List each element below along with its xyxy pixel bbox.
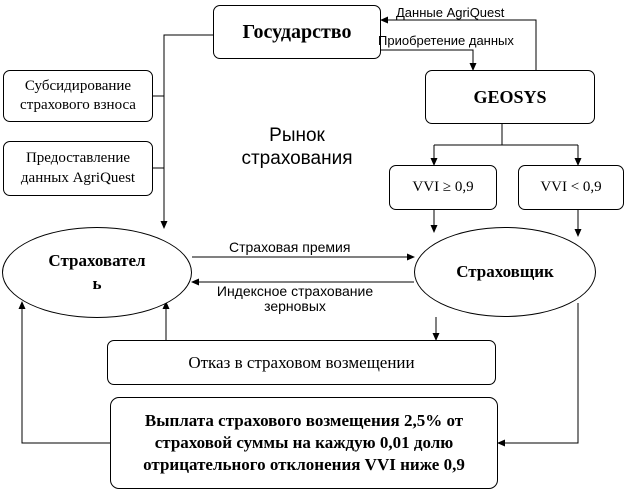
- geosys-label: GEOSYS: [473, 86, 547, 107]
- data-provision-label-1: Предоставление: [25, 150, 131, 166]
- market-label-1: Рынок: [269, 125, 325, 146]
- index-insurance-label: Индексное страхование зерновых: [200, 284, 390, 313]
- premium-label: Страховая премия: [229, 239, 351, 255]
- data-provision-node: Предоставление данных AgriQuest: [3, 141, 153, 196]
- subsidy-node: Субсидирование страхового взноса: [3, 70, 153, 122]
- payout-node: Выплата страхового возмещения 2,5% от ст…: [110, 397, 498, 489]
- market-label: Рынок страхования: [232, 125, 362, 171]
- market-label-2: страхования: [241, 147, 353, 169]
- data-purchase-label: Приобретение данных: [378, 33, 514, 48]
- payout-label-2: страховой суммы на каждую 0,01 долю: [154, 432, 454, 452]
- subsidy-label-2: страхового взноса: [20, 97, 136, 113]
- state-node: Государство: [213, 5, 381, 59]
- data-purchase-arrow: [381, 49, 477, 71]
- refusal-label: Отказ в страховом возмещении: [188, 352, 415, 372]
- state-to-insured-line: [160, 34, 213, 229]
- insured-node: Страховател ь: [2, 227, 192, 318]
- agriquest-data-label: Данные AgriQuest: [396, 5, 505, 20]
- vvi-low-node: VVI < 0,9: [518, 165, 624, 210]
- insurer-label: Страховщик: [456, 262, 554, 281]
- vvi-low-label: VVI < 0,9: [540, 179, 602, 195]
- index-insurance-label-2: зерновых: [264, 297, 326, 314]
- agriquest-data-arrow: [380, 16, 537, 70]
- index-insurance-label-1: Индексное страхование: [216, 283, 374, 299]
- insurer-node: Страховщик: [414, 227, 596, 317]
- vvi-high-node: VVI ≥ 0,9: [389, 165, 497, 210]
- payout-label-1: Выплата страхового возмещения 2,5% от: [144, 410, 464, 430]
- payout-to-insured: [18, 301, 110, 444]
- insurer-to-payout: [497, 303, 579, 447]
- vvi-high-label: VVI ≥ 0,9: [412, 179, 474, 195]
- geosys-node: GEOSYS: [425, 70, 595, 124]
- insured-label-1: Страховател: [48, 250, 146, 270]
- insured-label-2: ь: [92, 273, 102, 293]
- state-label: Государство: [242, 20, 352, 43]
- payout-label-3: отрицательного отклонения VVI ниже 0,9: [143, 455, 465, 475]
- data-provision-label-2: данных AgriQuest: [20, 169, 136, 186]
- refusal-node: Отказ в страховом возмещении: [107, 340, 496, 385]
- subsidy-label-1: Субсидирование: [24, 77, 132, 94]
